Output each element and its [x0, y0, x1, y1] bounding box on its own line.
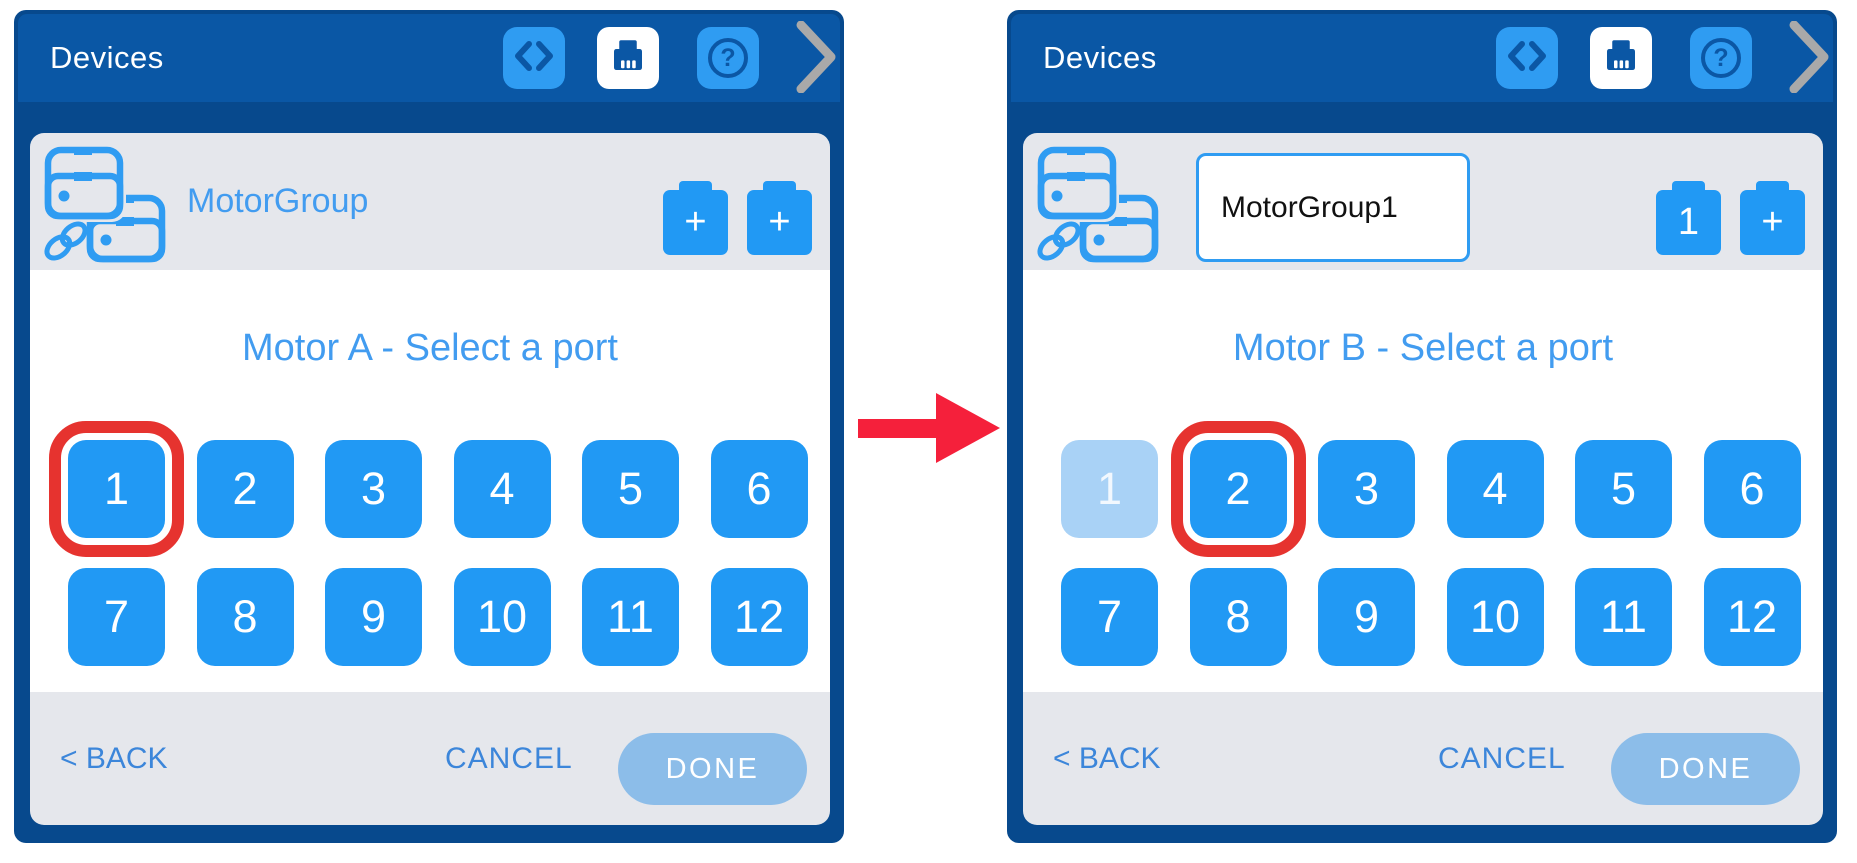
port-button-5[interactable]: 5: [582, 440, 679, 538]
port-button-7[interactable]: 7: [1061, 568, 1158, 666]
device-name-input[interactable]: [1196, 153, 1470, 262]
port-button-7[interactable]: 7: [68, 568, 165, 666]
device-card: MotorGroup + + Motor A - Select a port 1…: [30, 133, 830, 825]
port-button-9[interactable]: 9: [1318, 568, 1415, 666]
port-button-12[interactable]: 12: [1703, 568, 1801, 666]
devices-view-button[interactable]: [597, 27, 659, 89]
help-icon: ?: [708, 38, 748, 78]
port-picker-title: Motor B - Select a port: [1232, 327, 1614, 369]
port-button-8[interactable]: 8: [1189, 568, 1287, 666]
collapse-panel-button[interactable]: [793, 20, 841, 98]
cancel-button[interactable]: CANCEL: [1438, 742, 1566, 775]
devices-header: Devices ?: [18, 14, 840, 102]
code-view-button[interactable]: [503, 27, 565, 89]
port-button-4[interactable]: 4: [1446, 440, 1544, 538]
port-button-11[interactable]: 11: [582, 568, 679, 666]
device-config-panel-step1: Devices ?: [14, 10, 844, 843]
device-type-label: MotorGroup: [187, 182, 369, 220]
cancel-button[interactable]: CANCEL: [445, 742, 573, 775]
collapse-panel-button[interactable]: [1786, 20, 1834, 98]
motor-group-icon: [40, 145, 168, 263]
port-button-9[interactable]: 9: [325, 568, 422, 666]
chevron-right-icon: [795, 20, 839, 98]
port-button-3[interactable]: 3: [1318, 440, 1415, 538]
motor-a-badge-button[interactable]: 1: [1656, 181, 1721, 255]
port-button-1: 1: [1061, 440, 1158, 538]
devices-title: Devices: [50, 40, 164, 75]
transition-arrow-icon: [858, 393, 1000, 463]
port-button-8[interactable]: 8: [196, 568, 294, 666]
chevron-right-icon: [1788, 20, 1832, 98]
code-view-button[interactable]: [1496, 27, 1558, 89]
code-icon: [1505, 36, 1549, 81]
back-button[interactable]: < BACK: [1053, 742, 1161, 775]
devices-header: Devices ?: [1011, 14, 1833, 102]
back-button[interactable]: < BACK: [60, 742, 168, 775]
port-button-2[interactable]: 2: [196, 440, 294, 538]
device-card: 1 + Motor B - Select a port 123456789101…: [1023, 133, 1823, 825]
motor-b-badge-button[interactable]: +: [1740, 181, 1805, 255]
motor-a-badge-button[interactable]: +: [663, 181, 728, 255]
help-icon: ?: [1701, 38, 1741, 78]
done-button[interactable]: DONE: [618, 733, 807, 805]
arrow-shaft: [858, 419, 940, 438]
port-button-5[interactable]: 5: [1575, 440, 1672, 538]
port-button-1[interactable]: 1: [49, 421, 184, 557]
device-port-icon: [607, 35, 649, 82]
help-button[interactable]: ?: [697, 27, 759, 89]
port-button-11[interactable]: 11: [1575, 568, 1672, 666]
port-button-12[interactable]: 12: [710, 568, 808, 666]
motor-b-badge-button[interactable]: +: [747, 181, 812, 255]
port-button-3[interactable]: 3: [325, 440, 422, 538]
port-button-10[interactable]: 10: [453, 568, 551, 666]
port-picker-title: Motor A - Select a port: [242, 327, 618, 369]
devices-view-button[interactable]: [1590, 27, 1652, 89]
devices-title: Devices: [1043, 40, 1157, 75]
port-button-2[interactable]: 2: [1170, 421, 1306, 557]
port-button-10[interactable]: 10: [1446, 568, 1544, 666]
motor-group-icon: [1033, 145, 1161, 263]
code-icon: [512, 36, 556, 81]
done-button[interactable]: DONE: [1611, 733, 1800, 805]
port-button-4[interactable]: 4: [453, 440, 551, 538]
device-port-icon: [1600, 35, 1642, 82]
arrow-head: [936, 393, 1000, 463]
device-config-panel-step2: Devices ?: [1007, 10, 1837, 843]
help-button[interactable]: ?: [1690, 27, 1752, 89]
port-button-6[interactable]: 6: [710, 440, 808, 538]
port-button-6[interactable]: 6: [1703, 440, 1801, 538]
